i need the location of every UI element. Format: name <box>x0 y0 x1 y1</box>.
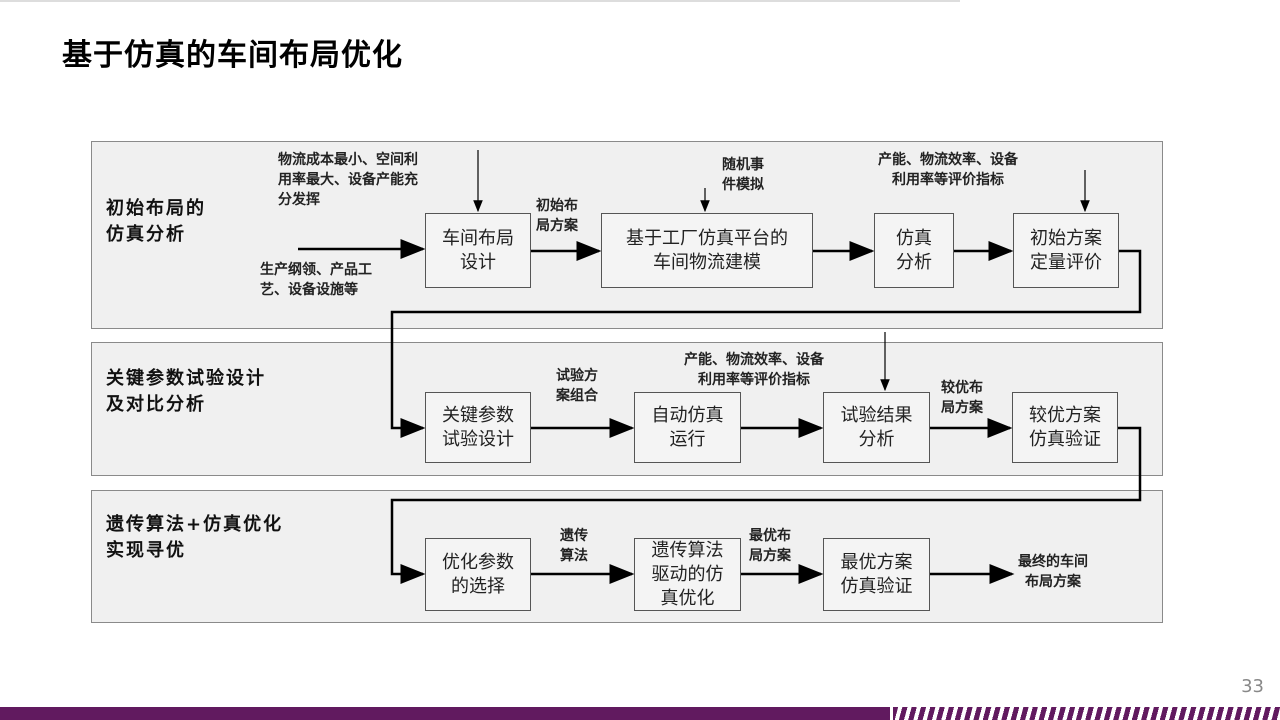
box-result-analysis: 试验结果分析 <box>823 392 930 463</box>
note-inputs: 生产纲领、产品工艺、设备设施等 <box>260 262 372 298</box>
box-best-verification: 最优方案仿真验证 <box>823 538 930 611</box>
box-ga-optimization: 遗传算法驱动的仿真优化 <box>634 538 741 611</box>
note-best-plan: 最优布局方案 <box>749 528 791 564</box>
box-better-verification: 较优方案仿真验证 <box>1012 392 1118 463</box>
band-label-1: 初始布局的仿真分析 <box>106 198 206 245</box>
band-label-2: 关键参数试验设计及对比分析 <box>106 368 266 415</box>
note-test-combo: 试验方案组合 <box>556 368 598 404</box>
note-metrics-2: 产能、物流效率、设备利用率等评价指标 <box>684 352 824 388</box>
box-initial-evaluation: 初始方案定量评价 <box>1013 213 1119 288</box>
box-logistics-modeling: 基于工厂仿真平台的车间物流建模 <box>601 213 813 288</box>
box-parameter-selection: 优化参数的选择 <box>425 538 531 611</box>
band-key-parameter <box>91 342 1163 476</box>
footer-bar <box>0 707 890 720</box>
footer-stripes <box>893 707 1280 720</box>
page-number: 33 <box>1241 676 1264 697</box>
page-title: 基于仿真的车间布局优化 <box>62 38 403 73</box>
note-initial-plan: 初始布局方案 <box>536 198 578 234</box>
box-simulation-analysis: 仿真分析 <box>874 213 954 288</box>
note-objectives: 物流成本最小、空间利用率最大、设备产能充分发挥 <box>278 152 418 208</box>
band-label-3: 遗传算法+仿真优化实现寻优 <box>106 514 284 561</box>
note-ga: 遗传算法 <box>560 528 588 564</box>
band-ga-optimization <box>91 490 1163 623</box>
box-parameter-design: 关键参数试验设计 <box>425 392 531 463</box>
top-rule <box>0 0 960 2</box>
note-random-events: 随机事件模拟 <box>722 157 764 193</box>
note-metrics-1: 产能、物流效率、设备利用率等评价指标 <box>878 152 1018 188</box>
box-auto-simulation: 自动仿真运行 <box>634 392 741 463</box>
note-better-plan: 较优布局方案 <box>941 380 983 416</box>
note-final-plan: 最终的车间布局方案 <box>1018 554 1088 590</box>
box-layout-design: 车间布局设计 <box>425 213 531 288</box>
